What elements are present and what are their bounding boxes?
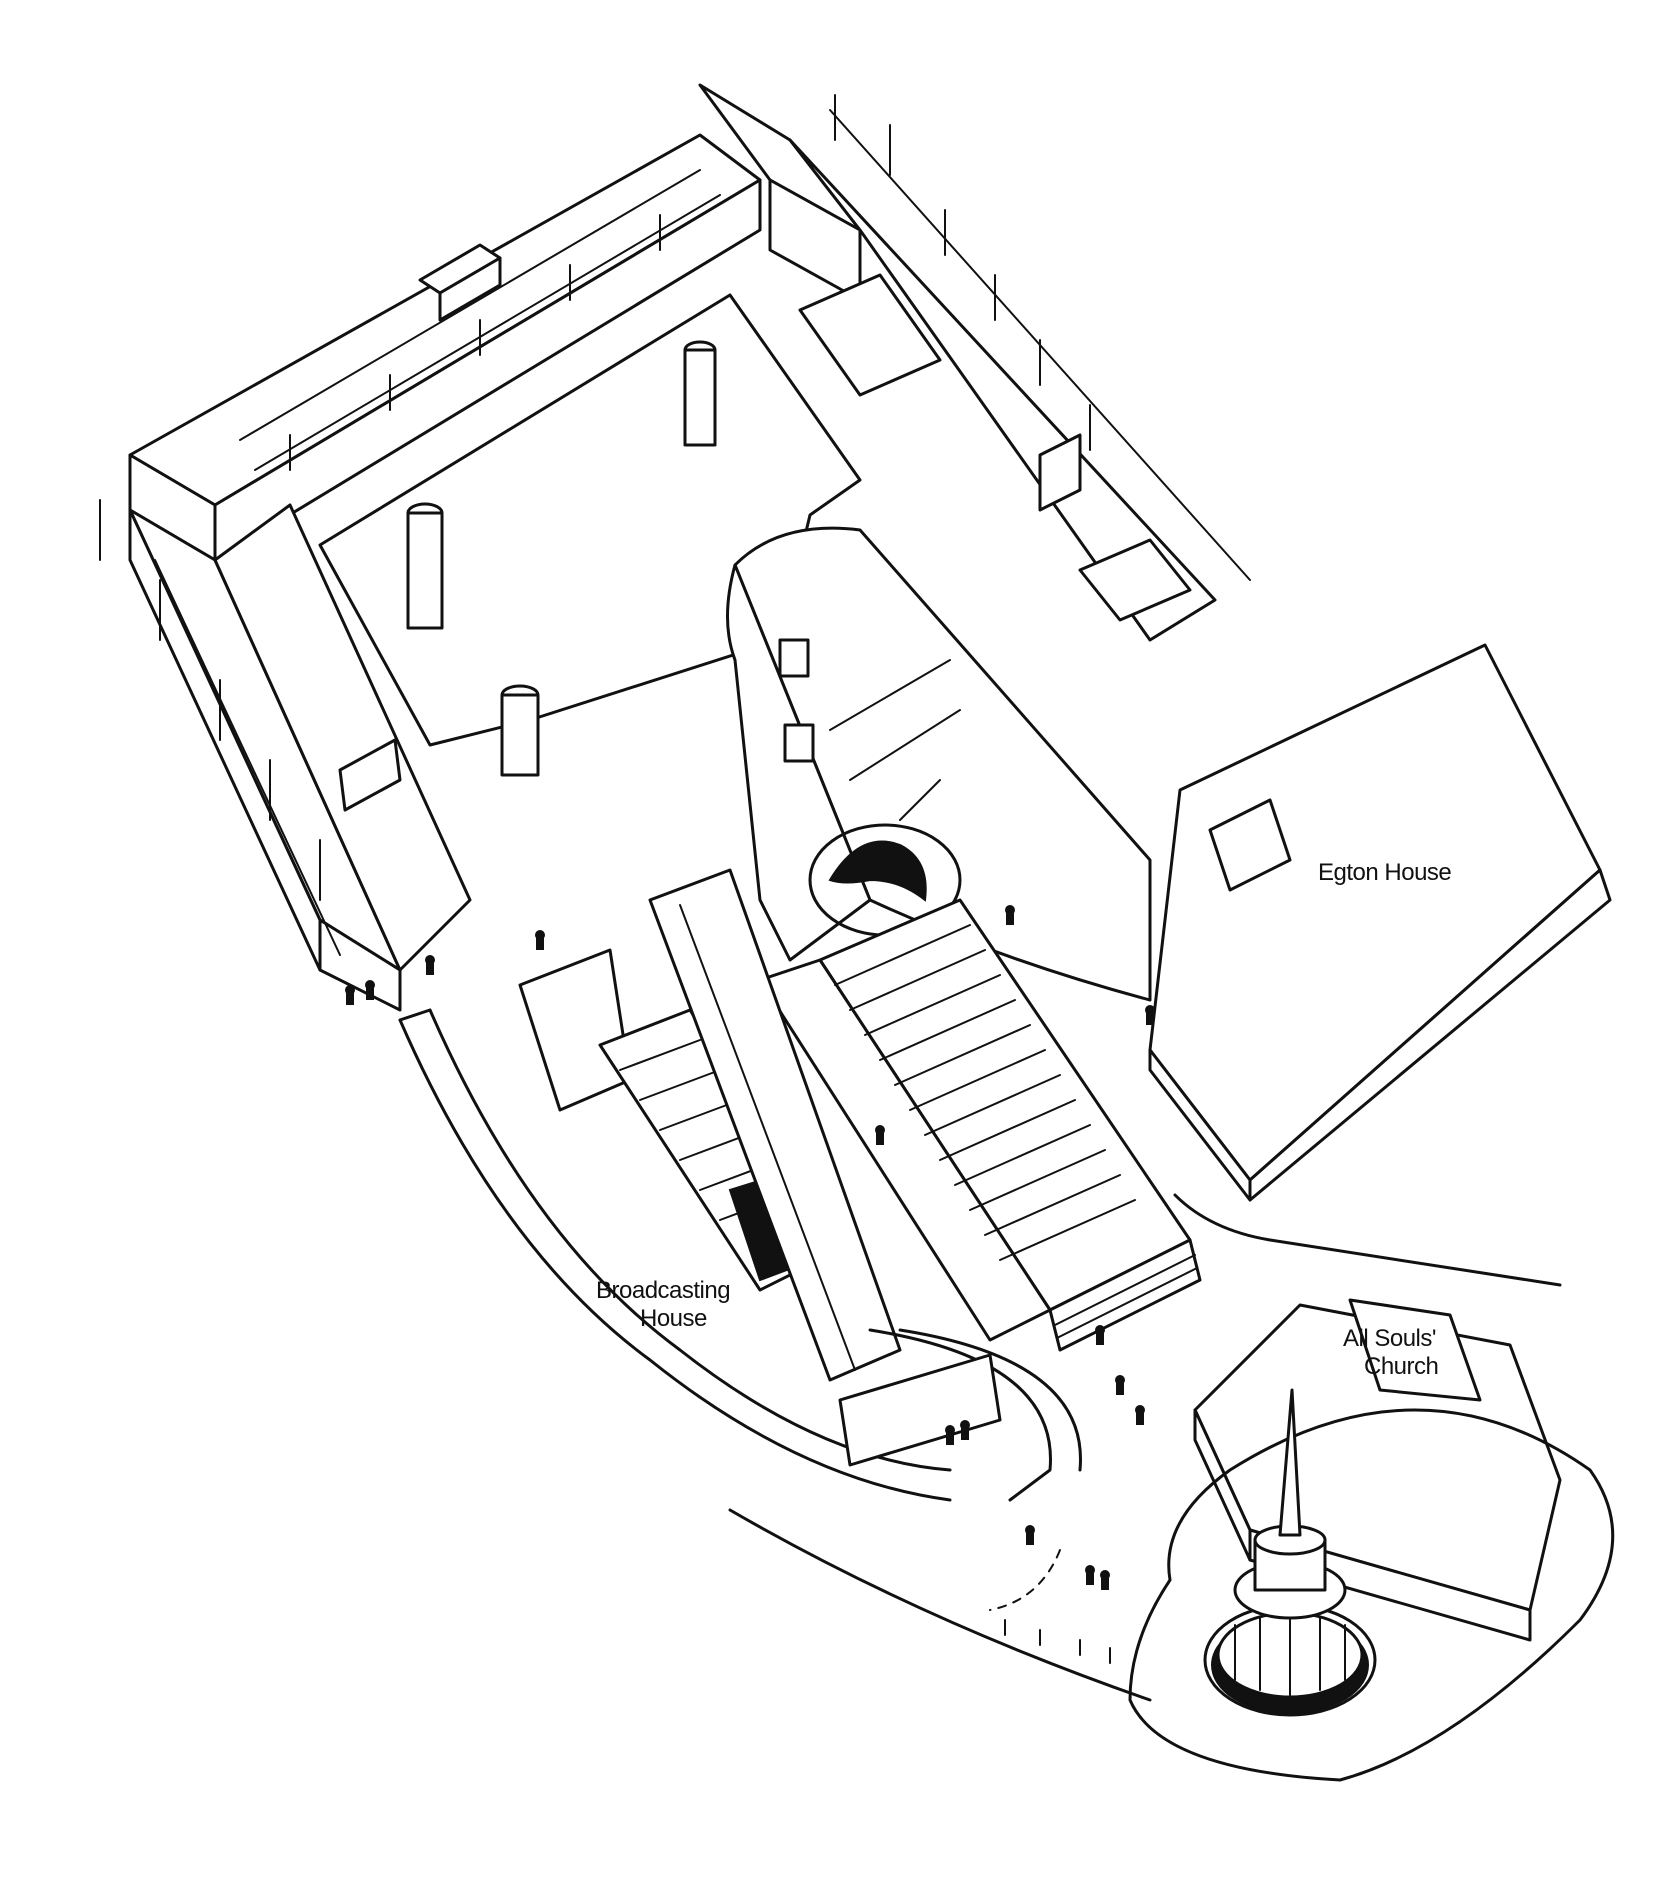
label-all-souls-church-line2: Church: [1364, 1353, 1438, 1380]
all-souls-church: [1128, 1298, 1615, 1782]
courtyard: [318, 293, 862, 777]
label-all-souls-church: All Souls': [1343, 1325, 1436, 1352]
church-portico: [1203, 1524, 1377, 1717]
label-broadcasting-house: Broadcasting: [596, 1277, 730, 1304]
street-lines: [728, 1508, 1152, 1702]
rear-north-wing: [128, 133, 762, 562]
label-broadcasting-house-line2: House: [640, 1305, 707, 1332]
main-auditorium: [758, 898, 1202, 1352]
label-egton-house: Egton House: [1318, 859, 1451, 886]
egton-house: [1148, 643, 1612, 1287]
church-spire: [1278, 1388, 1302, 1537]
auditorium-seat-rows: [834, 924, 1136, 1261]
people-figures: [345, 905, 1155, 1590]
west-wing: [99, 499, 472, 1012]
facade-posts: [289, 214, 661, 471]
east-wing: [698, 83, 1251, 642]
drawing-labels: Egton House Broadcasting House All Souls…: [596, 859, 1452, 1380]
broadcasting-house: [398, 868, 1082, 1502]
central-tower: [726, 526, 1152, 1002]
